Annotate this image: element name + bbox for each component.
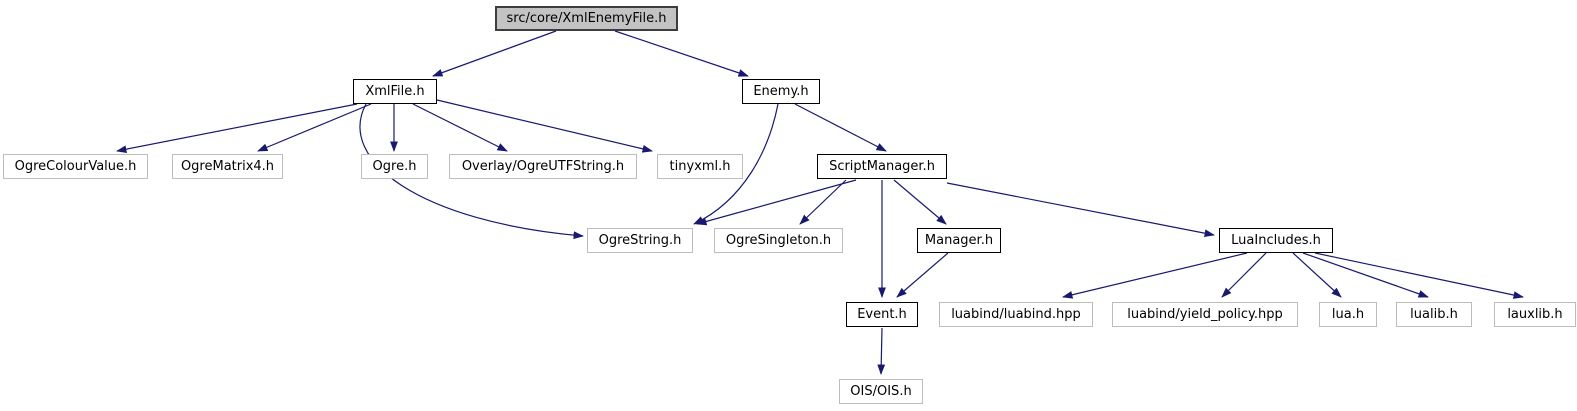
graph-node-event[interactable]: Event.h [846, 302, 918, 327]
edge-enemy-to-scriptmanager [794, 103, 887, 152]
graph-node-ogreutfstring: Overlay/OgreUTFString.h [449, 154, 637, 179]
graph-node-yieldpolicy: luabind/yield_policy.hpp [1112, 302, 1298, 327]
edge-event-to-ois [877, 327, 886, 375]
edge-scriptmanager-to-luaincludes [946, 182, 1215, 238]
edge-xmlfile-to-ogreutfstring [412, 103, 508, 152]
graph-node-ogrecolourvalue: OgreColourValue.h [3, 154, 148, 179]
edge-scriptmanager-to-manager [893, 179, 947, 225]
edge-luaincludes-to-luabind [1062, 252, 1248, 299]
graph-node-manager[interactable]: Manager.h [917, 228, 1001, 253]
edge-xmlfile-to-ogrecolourvalue [116, 103, 358, 154]
edge-xmlfile-to-ogrestring [359, 103, 584, 240]
edge-luaincludes-to-lualib [1302, 252, 1429, 298]
graph-node-ogresingleton: OgreSingleton.h [714, 228, 843, 253]
graph-node-enemy[interactable]: Enemy.h [742, 79, 820, 104]
graph-node-luabind: luabind/luabind.hpp [939, 302, 1093, 327]
graph-node-ogrematrix4: OgreMatrix4.h [172, 154, 283, 179]
edge-luaincludes-to-yieldpolicy [1221, 252, 1267, 298]
graph-node-lauxlib: lauxlib.h [1494, 302, 1576, 327]
edge-manager-to-event [896, 252, 949, 298]
edge-enemy-to-ogrestring [693, 103, 779, 225]
graph-node-xmlfile[interactable]: XmlFile.h [353, 79, 437, 104]
graph-node-xmlenemyfile: src/core/XmlEnemyFile.h [495, 6, 678, 31]
edge-luaincludes-to-lauxlib [1314, 252, 1524, 299]
edge-xmlenemyfile-to-xmlfile [432, 30, 557, 77]
graph-node-lua: lua.h [1319, 302, 1377, 327]
edge-scriptmanager-to-ogresingleton [799, 179, 847, 225]
edge-luaincludes-to-lua [1292, 252, 1342, 298]
edge-scriptmanager-to-ogrestring [696, 179, 857, 226]
edge-xmlfile-to-tinyxml [436, 99, 653, 153]
graph-node-luaincludes[interactable]: LuaIncludes.h [1219, 228, 1333, 253]
graph-node-scriptmanager[interactable]: ScriptManager.h [817, 154, 947, 179]
graph-node-ois: OIS/OIS.h [839, 379, 923, 404]
edge-xmlfile-to-ogrematrix4 [257, 103, 372, 152]
graph-node-ogrestring: OgreString.h [587, 228, 693, 253]
graph-node-lualib: lualib.h [1396, 302, 1472, 327]
edge-xmlenemyfile-to-enemy [614, 30, 749, 77]
graph-node-ogre: Ogre.h [361, 154, 428, 179]
graph-node-tinyxml: tinyxml.h [657, 154, 743, 179]
